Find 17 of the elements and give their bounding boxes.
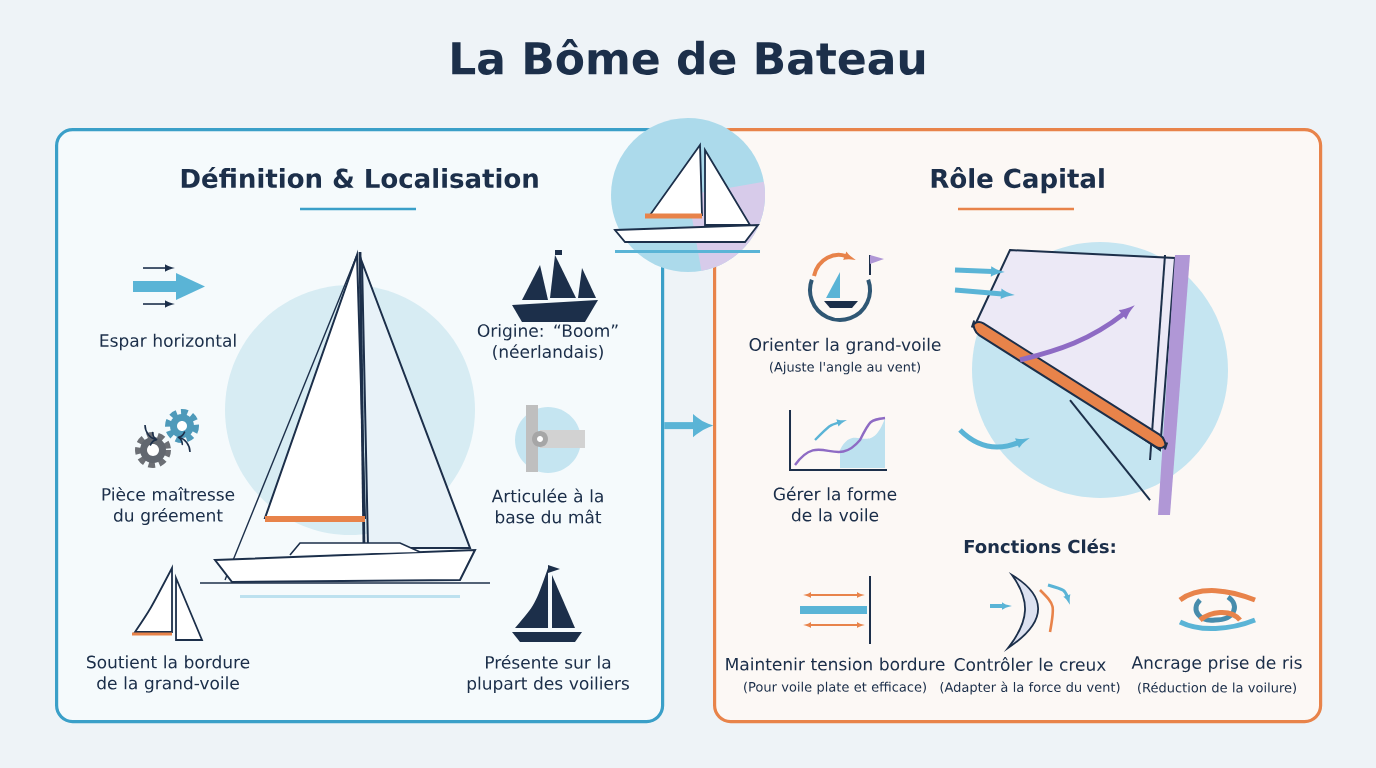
item-caption: Contrôler le creux	[954, 657, 1106, 671]
item-caption: Pièce maîtresse du gréement	[102, 486, 235, 526]
item-caption: Présente sur la plupart des voiliers	[467, 654, 629, 694]
item-caption: Gérer la forme de la voile	[773, 486, 897, 522]
item-caption: Orienter la grand-voile	[749, 337, 941, 355]
item-caption: Maintenir tension bordure	[726, 657, 945, 671]
title: La Bôme de Bateau	[452, 39, 925, 75]
section-heading: Fonctions Clés:	[964, 538, 1115, 554]
item-caption: Origine: “Boom” (néerlandais)	[477, 323, 618, 361]
item-caption: Ancrage prise de ris	[1131, 655, 1302, 673]
item-caption: Espar horizontal	[100, 333, 236, 351]
item-note: (Adapter à la force du vent)	[940, 681, 1120, 695]
item-note: (Réduction de la voilure)	[1138, 681, 1296, 695]
item-caption: Soutient la bordure de la grand-voile	[87, 655, 250, 693]
item-note: (Pour voile plate et efficace)	[744, 681, 926, 695]
item-caption: Articulée à la base du mât	[491, 488, 603, 524]
item-note: (Ajuste l'angle au vent)	[770, 361, 920, 375]
